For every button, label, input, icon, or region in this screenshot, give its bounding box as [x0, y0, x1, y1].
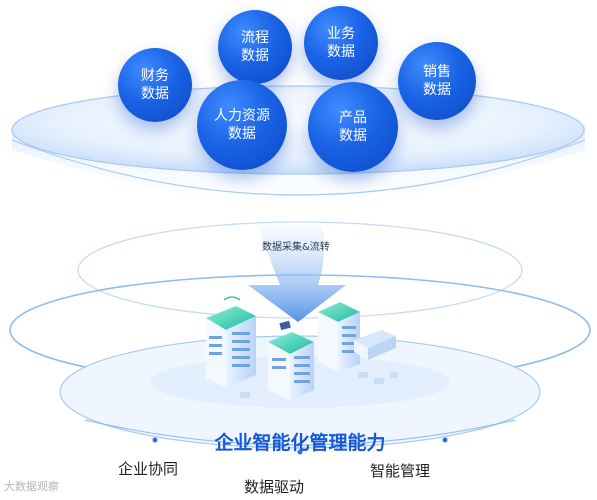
bubble-business-data: 业务 数据: [304, 6, 378, 80]
capability-smart-management: 智能管理: [370, 462, 431, 480]
main-title: 企业智能化管理能力: [214, 432, 386, 454]
bubble-product-data: 产品 数据: [308, 82, 398, 172]
small-cubes: [240, 372, 398, 398]
capability-collaboration: 企业协同: [118, 460, 179, 478]
flow-arrow: [248, 225, 346, 322]
funnel-top: [11, 85, 585, 175]
capability-data-driven: 数据驱动: [244, 478, 305, 496]
flow-label: 数据采集&流转: [262, 242, 330, 253]
bubble-process-data: 流程 数据: [218, 10, 292, 84]
arc-dots: [152, 437, 448, 455]
device-chip: [279, 320, 291, 331]
bubble-sales-data: 销售 数据: [398, 42, 476, 120]
bubble-hr-data: 人力资源 数据: [197, 80, 287, 170]
building-left: [206, 296, 256, 388]
bubble-finance-data: 财务 数据: [118, 48, 192, 122]
title-arc: [84, 419, 516, 446]
building-right: [318, 302, 396, 372]
watermark: 大数据观察: [4, 480, 59, 493]
building-center: [268, 332, 314, 400]
funnel-curve: [11, 139, 586, 196]
